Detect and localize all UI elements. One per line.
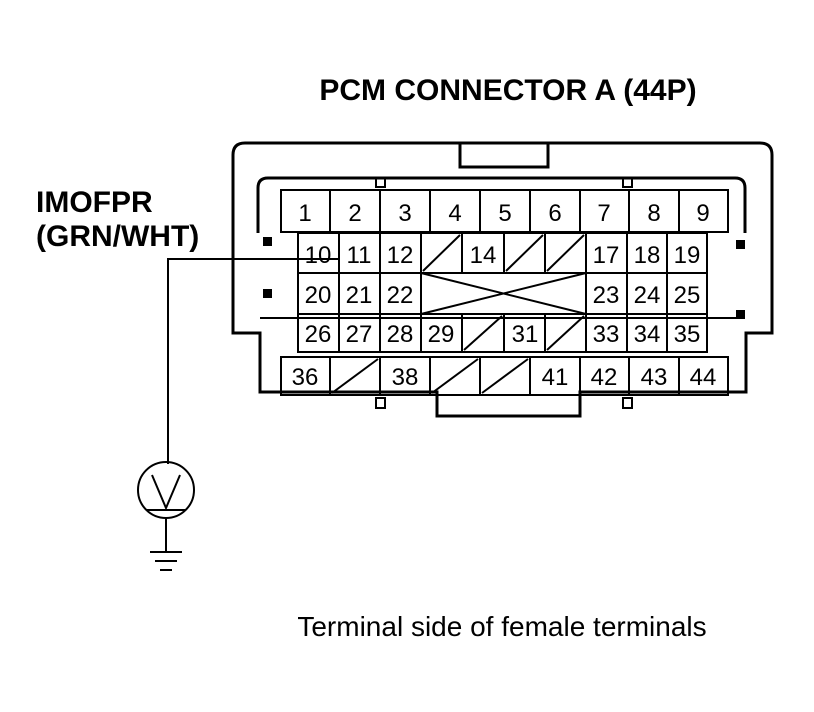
pin-33: 33 [593, 321, 620, 348]
pin-31: 31 [512, 321, 539, 348]
pin-28: 28 [387, 321, 414, 348]
pin-26: 26 [305, 321, 332, 348]
pin-22: 22 [387, 282, 414, 309]
pin-43: 43 [641, 364, 668, 391]
ground-icon [150, 518, 182, 571]
diagram-title: PCM CONNECTOR A (44P) [319, 74, 696, 107]
pin-12: 12 [387, 242, 414, 269]
pin-20: 20 [305, 282, 332, 309]
pin-34: 34 [634, 321, 661, 348]
pin-42: 42 [591, 364, 618, 391]
signal-name: IMOFPR [36, 186, 153, 219]
pin-23: 23 [593, 282, 620, 309]
pin-35: 35 [674, 321, 701, 348]
pin-6: 6 [548, 200, 561, 227]
pin-19: 19 [674, 242, 701, 269]
pin-27: 27 [346, 321, 373, 348]
pin-21: 21 [346, 282, 373, 309]
pin-36: 36 [292, 364, 319, 391]
pin-row-1: 1 2 3 4 5 6 7 8 9 [280, 189, 729, 233]
pin-14: 14 [470, 242, 497, 269]
pin-7: 7 [597, 200, 610, 227]
diagram-caption: Terminal side of female terminals [297, 611, 706, 642]
probe-wire [167, 258, 338, 464]
voltmeter-icon [137, 461, 195, 519]
pin-44: 44 [690, 364, 717, 391]
pin-38: 38 [392, 364, 419, 391]
pin-10: 10 [305, 242, 332, 269]
wire-color: (GRN/WHT) [36, 220, 199, 253]
pin-3: 3 [398, 200, 411, 227]
pin-5: 5 [498, 200, 511, 227]
pin-24: 24 [634, 282, 661, 309]
pin-row-5: 36 38 41 42 43 44 [280, 356, 729, 396]
pin-9: 9 [696, 200, 709, 227]
connector-shell [231, 141, 774, 418]
pin-18: 18 [634, 242, 661, 269]
pin-29: 29 [428, 321, 455, 348]
pin-11: 11 [347, 242, 372, 269]
pin-4: 4 [448, 200, 461, 227]
pin-2: 2 [348, 200, 361, 227]
pin-17: 17 [593, 242, 620, 269]
pin-8: 8 [647, 200, 660, 227]
pin-1: 1 [298, 200, 311, 227]
pin-25: 25 [674, 282, 701, 309]
pin-grid-center: 10 11 12 14 17 18 19 20 21 22 23 24 25 2… [297, 232, 708, 353]
pin-41: 41 [542, 364, 569, 391]
